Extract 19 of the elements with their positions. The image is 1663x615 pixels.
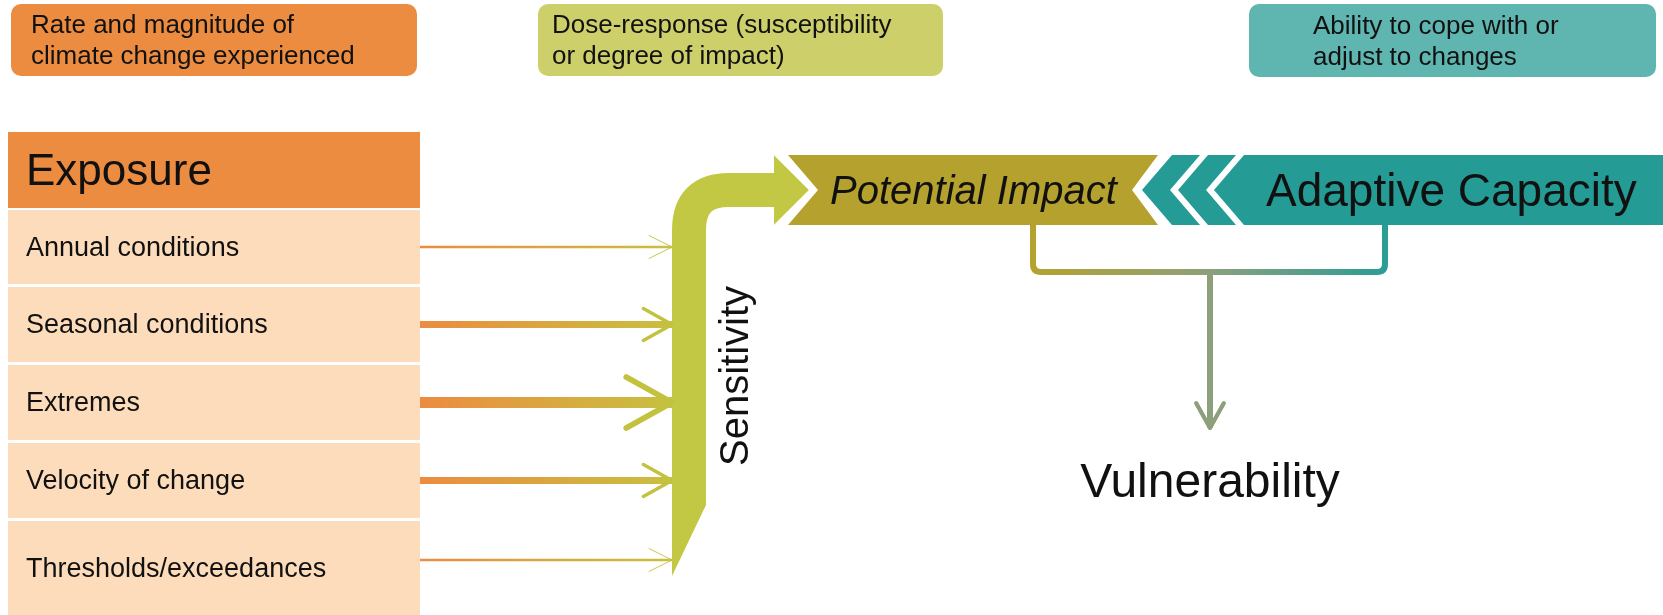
arrow [420,374,675,431]
table-row: Annual conditions [8,210,420,284]
table-row: Seasonal conditions [8,287,420,362]
bent-arrow [672,155,809,250]
bar-label: Sensitivity [711,285,757,467]
table-header: Exposure [8,132,420,208]
note-box: Rate and magnitude of climate change experienced [11,4,417,76]
note-box: Dose-response (susceptibility or degree of impact) [538,4,943,76]
chevron-arrow [1142,155,1236,225]
chevron-banner: Potential Impact [788,155,1158,225]
chevron-banner: Adaptive Capacity [1214,155,1663,225]
arrow [420,462,674,499]
note-box: Ability to cope with or adjust to changes [1249,4,1656,77]
table-row: Velocity of change [8,443,420,518]
result-text: Vulnerability [1060,440,1360,520]
table-row: Thresholds/exceedances [8,521,420,615]
table-row: Extremes [8,365,420,440]
bracket-arrow [1194,225,1388,430]
arrow [420,306,674,343]
